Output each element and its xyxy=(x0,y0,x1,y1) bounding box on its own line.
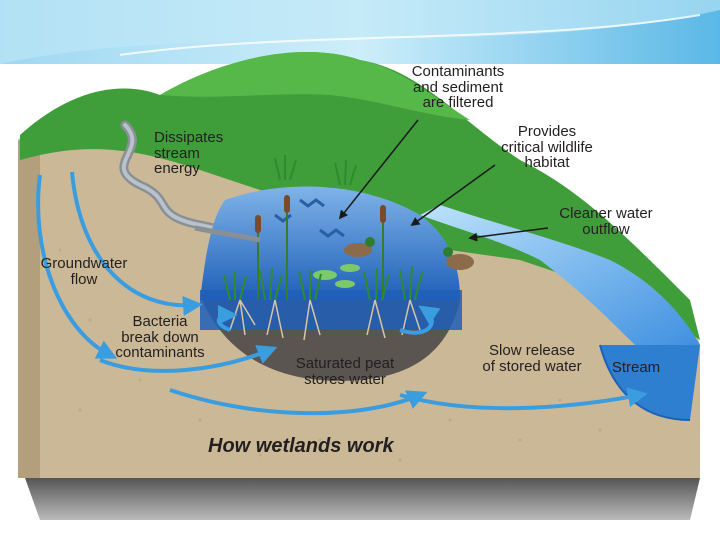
shadow xyxy=(25,478,700,520)
label-habitat: Provides critical wildlife habitat xyxy=(484,124,610,171)
label-stream: Stream xyxy=(604,360,668,376)
label-contaminants: Contaminants and sediment are filtered xyxy=(396,64,520,111)
label-saturated-peat: Saturated peat stores water xyxy=(276,356,414,387)
label-dissipates: Dissipates stream energy xyxy=(154,130,230,177)
label-slow-release: Slow release of stored water xyxy=(466,343,598,374)
label-bacteria: Bacteria break down contaminants xyxy=(104,314,216,361)
label-groundwater: Groundwater flow xyxy=(26,256,142,287)
label-cleaner-water: Cleaner water outflow xyxy=(546,206,666,237)
diagram-title: How wetlands work xyxy=(208,435,394,458)
